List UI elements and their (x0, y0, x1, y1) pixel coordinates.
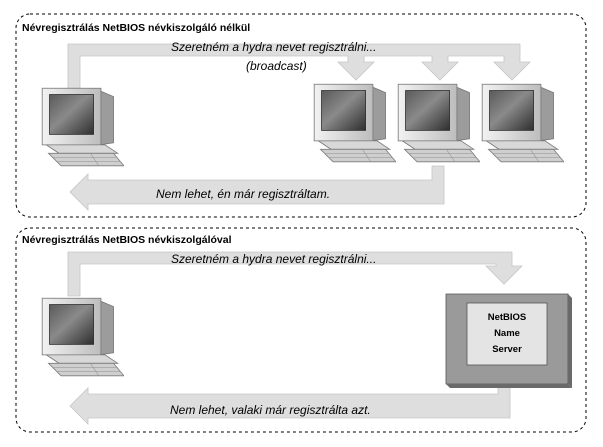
server-request-text: Szeretném a hydra nevet regisztrálni... (171, 252, 376, 266)
name-server-icon: NetBIOS Name Server (445, 293, 572, 388)
panel-server-heading: Névregisztrálás NetBIOS névkiszolgálóval (22, 234, 232, 246)
panel-broadcast-frame (15, 13, 587, 218)
reply-arrow-broadcast (69, 165, 445, 211)
server-label-line-2: Name (494, 328, 520, 339)
broadcast-reply-text: Nem lehet, én már regisztráltam. (156, 187, 330, 201)
server-label-line-3: Server (492, 344, 522, 355)
panel-broadcast: Névregisztrálás NetBIOS névkiszolgáló né… (15, 13, 587, 218)
desktop-computer-icon (41, 87, 124, 167)
broadcast-request-note: (broadcast) (246, 59, 307, 73)
reply-arrow-server (69, 383, 511, 425)
panel-broadcast-heading: Névregisztrálás NetBIOS névkiszolgáló né… (22, 22, 250, 34)
desktop-computer-icon (481, 83, 564, 163)
panel-server: Névregisztrálás NetBIOS névkiszolgálóval… (15, 227, 587, 433)
desktop-computer-icon (313, 83, 396, 163)
request-arrow-broadcast (67, 43, 531, 93)
server-label-line-1: NetBIOS (488, 312, 527, 323)
server-reply-text: Nem lehet, valaki már regisztrálta azt. (170, 403, 371, 417)
panel-server-frame (15, 227, 587, 433)
desktop-computer-icon (397, 83, 480, 163)
desktop-computer-icon (41, 297, 124, 377)
request-arrow-server (67, 251, 523, 297)
broadcast-request-text: Szeretném a hydra nevet regisztrálni... (171, 40, 376, 54)
